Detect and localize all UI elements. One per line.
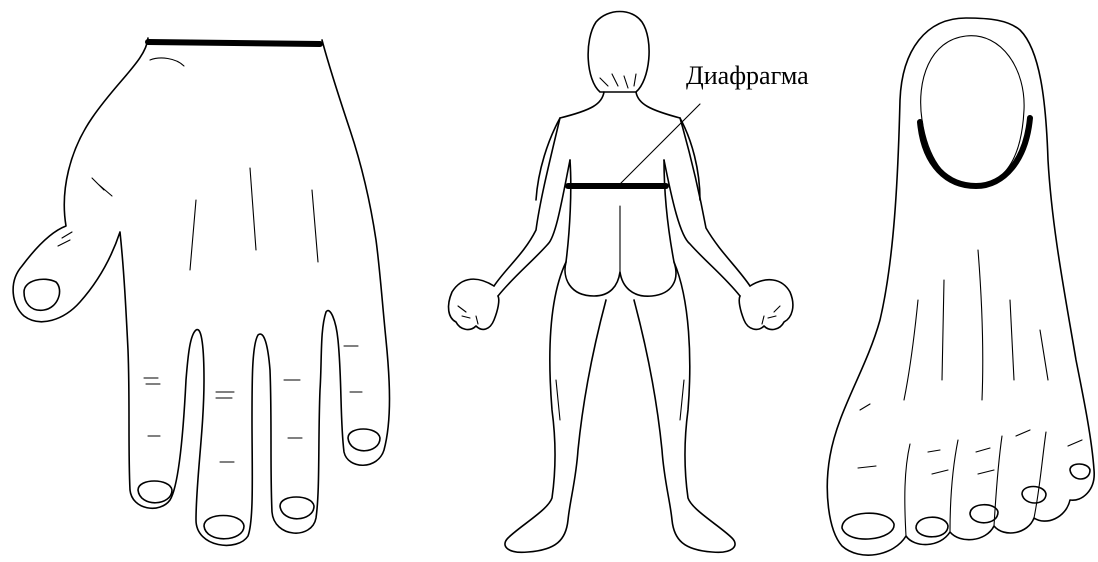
right-leg: [634, 262, 735, 552]
right-hand: [739, 280, 793, 330]
foot-outline: [827, 18, 1094, 555]
left-hand: [449, 279, 499, 329]
foot-diaphragm-line: [920, 118, 1030, 186]
hand-diaphragm-line: [148, 42, 320, 44]
hand-outline: [13, 38, 389, 545]
nail-middle: [204, 516, 244, 539]
left-arm: [494, 118, 570, 296]
body-illustration: [449, 12, 793, 553]
hand-illustration: [13, 38, 389, 545]
left-leg: [505, 262, 606, 552]
head: [588, 12, 649, 93]
diaphragm-label: Диафрагма: [686, 61, 809, 90]
foot-illustration: [827, 18, 1094, 555]
nail-ring: [280, 497, 314, 519]
thumb-nail: [24, 279, 60, 310]
big-toe-nail: [842, 513, 894, 539]
nail-little: [348, 429, 380, 451]
nail-index: [138, 481, 172, 503]
